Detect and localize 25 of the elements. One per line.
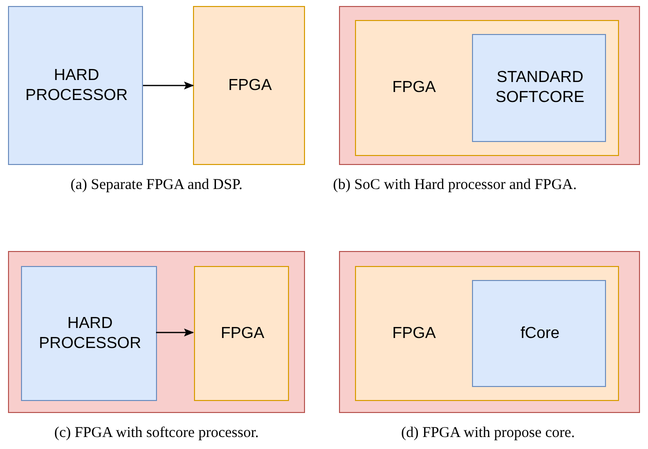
chip-box (339, 6, 640, 165)
box-label: HARD PROCESSOR (24, 66, 129, 106)
fpga-box (194, 266, 289, 401)
box-label: FPGA (220, 324, 266, 344)
processor-box (21, 266, 157, 401)
caption: (a) Separate FPGA and DSP. (69, 176, 244, 195)
chip-box (339, 251, 640, 413)
box-label: FPGA (391, 324, 437, 344)
box-label: fCore (519, 324, 561, 344)
caption: (b) SoC with Hard processor and FPGA. (333, 176, 578, 195)
box-label: STANDARD SOFTCORE (494, 68, 586, 108)
processor-box (472, 34, 606, 142)
arrow (143, 82, 194, 90)
processor-box (8, 6, 143, 165)
box-label: FPGA (227, 76, 273, 96)
chip-box (8, 251, 305, 413)
caption: (c) FPGA with softcore processor. (53, 424, 260, 443)
box-label: FPGA (391, 78, 437, 98)
box-label: HARD PROCESSOR (38, 314, 142, 354)
processor-box (472, 280, 606, 387)
fpga-box (355, 20, 619, 156)
fpga-box (193, 6, 305, 165)
caption: (d) FPGA with propose core. (400, 424, 576, 443)
fpga-box (355, 266, 619, 401)
arrow (156, 328, 194, 336)
